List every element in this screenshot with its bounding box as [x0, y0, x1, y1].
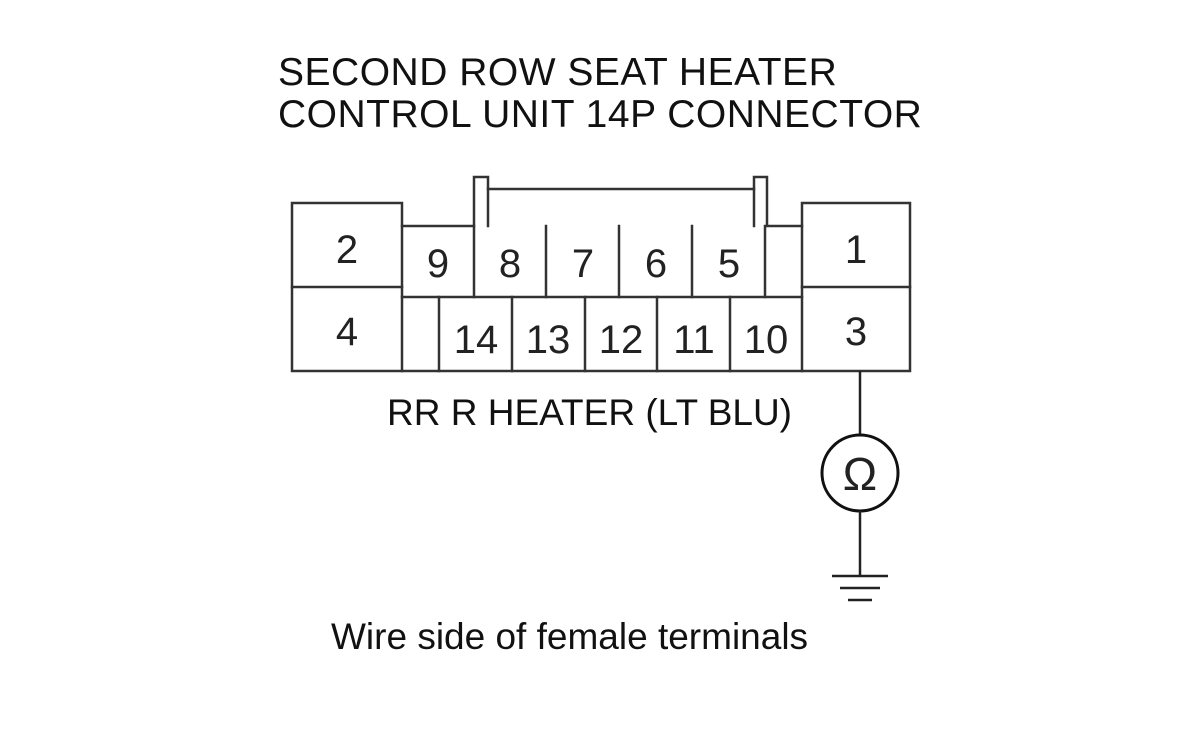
wire-label: RR R HEATER (LT BLU)	[387, 392, 792, 433]
pin-10: 10	[744, 318, 789, 362]
pin-3: 3	[845, 310, 867, 354]
pin-2: 2	[336, 228, 358, 272]
pin-14: 14	[454, 318, 499, 362]
title-line-1: SECOND ROW SEAT HEATER	[278, 51, 838, 94]
view-caption: Wire side of female terminals	[331, 616, 809, 657]
pin-9: 9	[427, 242, 449, 286]
diagram-title: SECOND ROW SEAT HEATER CONTROL UNIT 14P …	[278, 52, 922, 136]
connector-housing	[290, 175, 912, 373]
ohmmeter-icon: Ω	[820, 433, 900, 513]
svg-text:Ω: Ω	[843, 448, 877, 500]
ground-icon	[832, 574, 888, 602]
pin-13: 13	[526, 318, 571, 362]
pin-12: 12	[599, 318, 644, 362]
title-line-2: CONTROL UNIT 14P CONNECTOR	[278, 93, 923, 136]
pin-5: 5	[718, 242, 740, 286]
pin-1: 1	[845, 228, 867, 272]
pin-11: 11	[673, 318, 715, 362]
pin-4: 4	[336, 310, 358, 354]
pin-8: 8	[499, 242, 521, 286]
pin-6: 6	[645, 242, 667, 286]
pin-7: 7	[572, 242, 594, 286]
